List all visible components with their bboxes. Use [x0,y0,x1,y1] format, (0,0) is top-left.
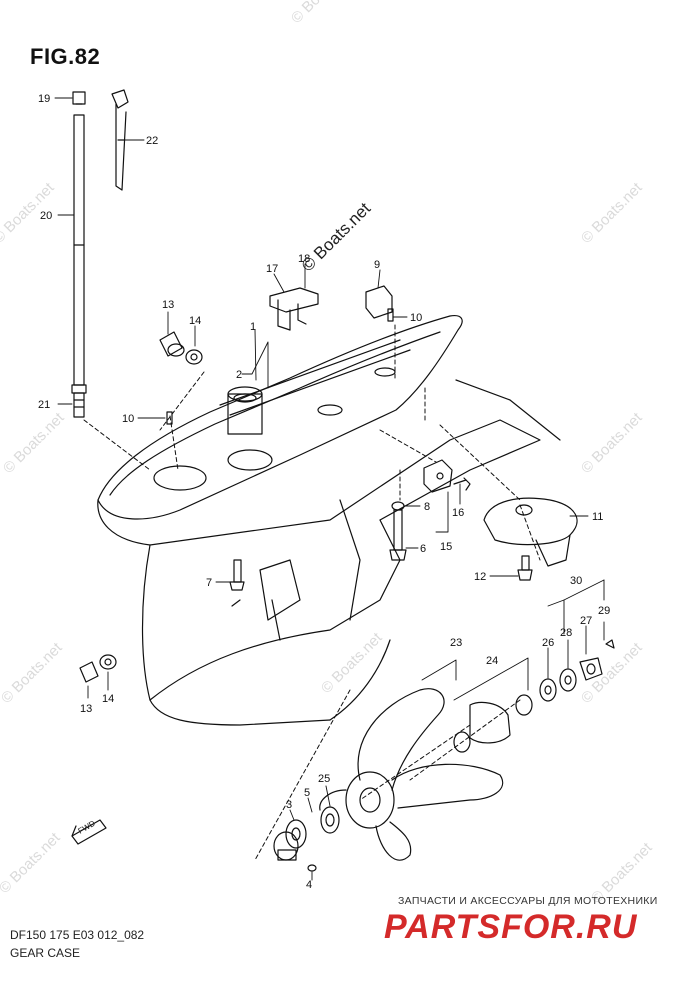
pin-part [307,864,317,872]
callout: 6 [420,543,426,555]
callout: 2 [236,369,242,381]
callout: 23 [450,637,462,649]
callout: 16 [452,507,464,519]
callout: 12 [474,571,486,583]
thrust-hub-part [285,819,307,849]
callout: 27 [580,615,592,627]
thrust-washer-part [320,806,340,834]
callout: 8 [424,501,430,513]
callout: 21 [38,399,50,411]
washer-part [559,668,577,692]
callout: 14 [189,315,201,327]
callout: 20 [40,210,52,222]
callout: 10 [122,413,134,425]
callout: 19 [38,93,50,105]
callout: 9 [374,259,380,271]
cap-part [365,285,394,322]
callout: 13 [80,703,92,715]
callout: 5 [304,787,310,799]
bolt-part [389,501,407,561]
figure-name: GEAR CASE [10,946,81,960]
callout: 1 [250,321,256,333]
trim-tab-mount-part [423,459,471,493]
cover-part [269,287,319,331]
spacer-part [453,694,533,753]
anode-part [483,497,578,567]
callout: 30 [570,575,582,587]
figure-code: DF150 175 E03 012_082 [10,928,145,942]
callout: 22 [146,135,158,147]
propeller-part [319,688,504,861]
callout: 14 [102,693,114,705]
drain-plug-part [159,331,203,365]
callout: 29 [598,605,610,617]
shop-slogan: ЗАПЧАСТИ И АКСЕССУАРЫ ДЛЯ МОТОТЕХНИКИ [398,895,658,907]
guide-lines [83,324,541,861]
callout-numbers: 19 22 20 21 13 14 17 18 9 10 1 2 10 8 16… [38,93,610,891]
callout: 3 [286,799,292,811]
callout: 24 [486,655,498,667]
oil-plug-part [79,654,117,683]
callout: 25 [318,773,330,785]
gear-case-housing-part [97,315,561,726]
propeller-nut-part [579,657,603,681]
spacer-part [273,831,299,861]
bolt-part [229,559,245,591]
callout: 7 [206,577,212,589]
callout: 17 [266,263,278,275]
figure-title: FIG.82 [30,44,101,69]
callout-leaders [54,97,605,881]
fwd-label: FWD [77,819,97,836]
callout: 4 [306,879,312,891]
cotter-pin-part [605,639,615,649]
bolt-part [517,555,533,581]
shop-logo: PARTSFOR.RU [384,908,638,946]
shift-rod-grommet-part [111,89,129,191]
callout: 10 [410,312,422,324]
callout: 13 [162,299,174,311]
callout: 18 [298,253,310,265]
callout: 28 [560,627,572,639]
fwd-arrow-icon [71,819,107,845]
dowel-pin-part [166,411,173,425]
shift-rod-part [71,91,87,418]
washer-part [539,678,557,702]
callout: 15 [440,541,452,553]
callout: 26 [542,637,554,649]
callout: 11 [592,511,603,523]
